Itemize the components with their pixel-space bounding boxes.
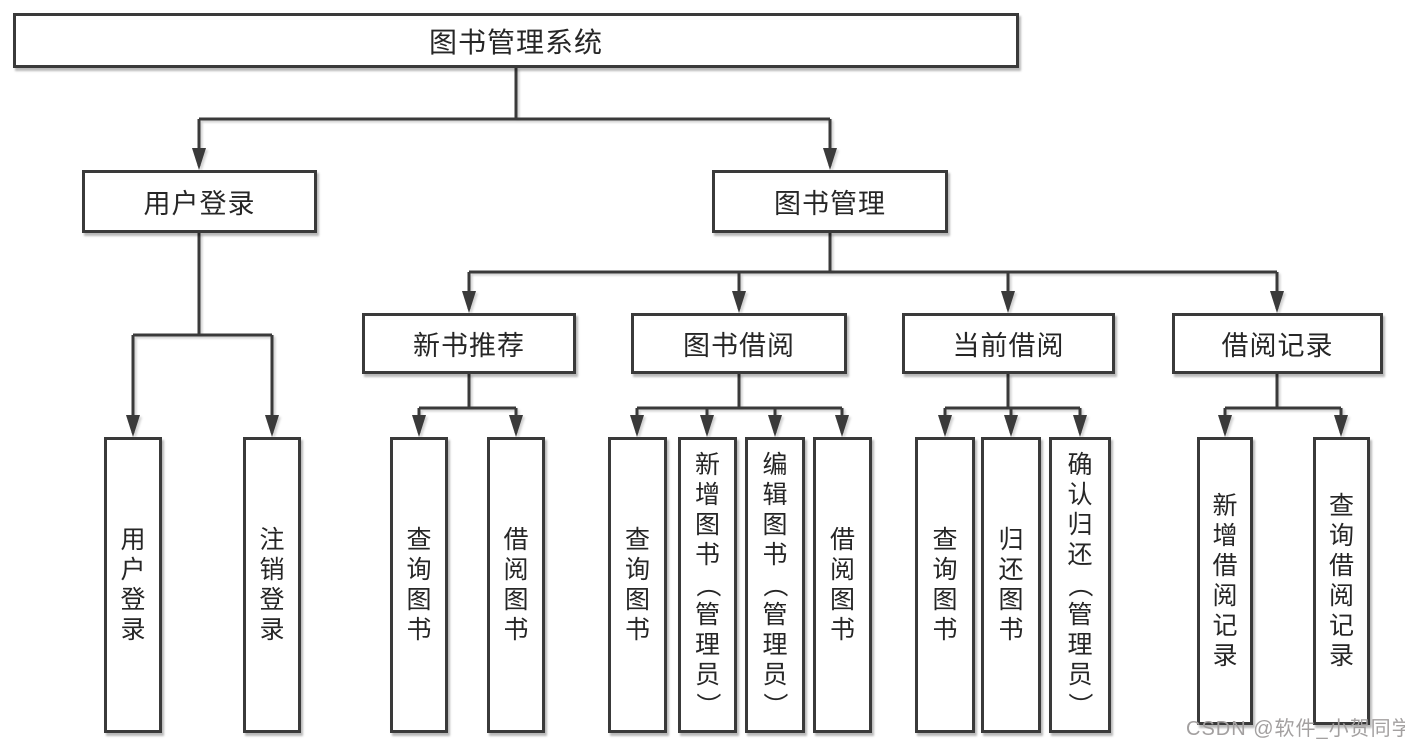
node-current-borrowing: 当前借阅 (902, 313, 1115, 374)
node-new-book-recommend: 新书推荐 (362, 313, 576, 374)
leaf-query-borrow-record: 查询借阅记录 (1313, 437, 1370, 725)
leaf-query-books-recommend: 查询图书 (390, 437, 448, 733)
leaf-add-borrow-record: 新增借阅记录 (1197, 437, 1253, 725)
leaf-edit-book-admin: 编辑图书（管理员） (745, 437, 805, 733)
leaf-query-books-borrowing: 查询图书 (608, 437, 667, 733)
leaf-borrow-books-recommend: 借阅图书 (487, 437, 545, 733)
csdn-watermark: CSDN @软件_小贺同学 (1186, 718, 1405, 740)
leaf-add-book-admin: 新增图书（管理员） (678, 437, 737, 733)
node-library-management-system: 图书管理系统 (13, 13, 1019, 68)
leaf-user-login: 用户登录 (104, 437, 162, 733)
leaf-query-books-current: 查询图书 (915, 437, 975, 733)
node-user-login: 用户登录 (82, 170, 317, 233)
leaf-return-books: 归还图书 (981, 437, 1041, 733)
leaf-borrow-books: 借阅图书 (813, 437, 872, 733)
leaf-logout: 注销登录 (243, 437, 301, 733)
node-book-borrowing: 图书借阅 (631, 313, 847, 374)
node-borrowing-records: 借阅记录 (1172, 313, 1383, 374)
node-book-management: 图书管理 (712, 170, 948, 233)
leaf-confirm-return-admin: 确认归还（管理员） (1049, 437, 1111, 733)
